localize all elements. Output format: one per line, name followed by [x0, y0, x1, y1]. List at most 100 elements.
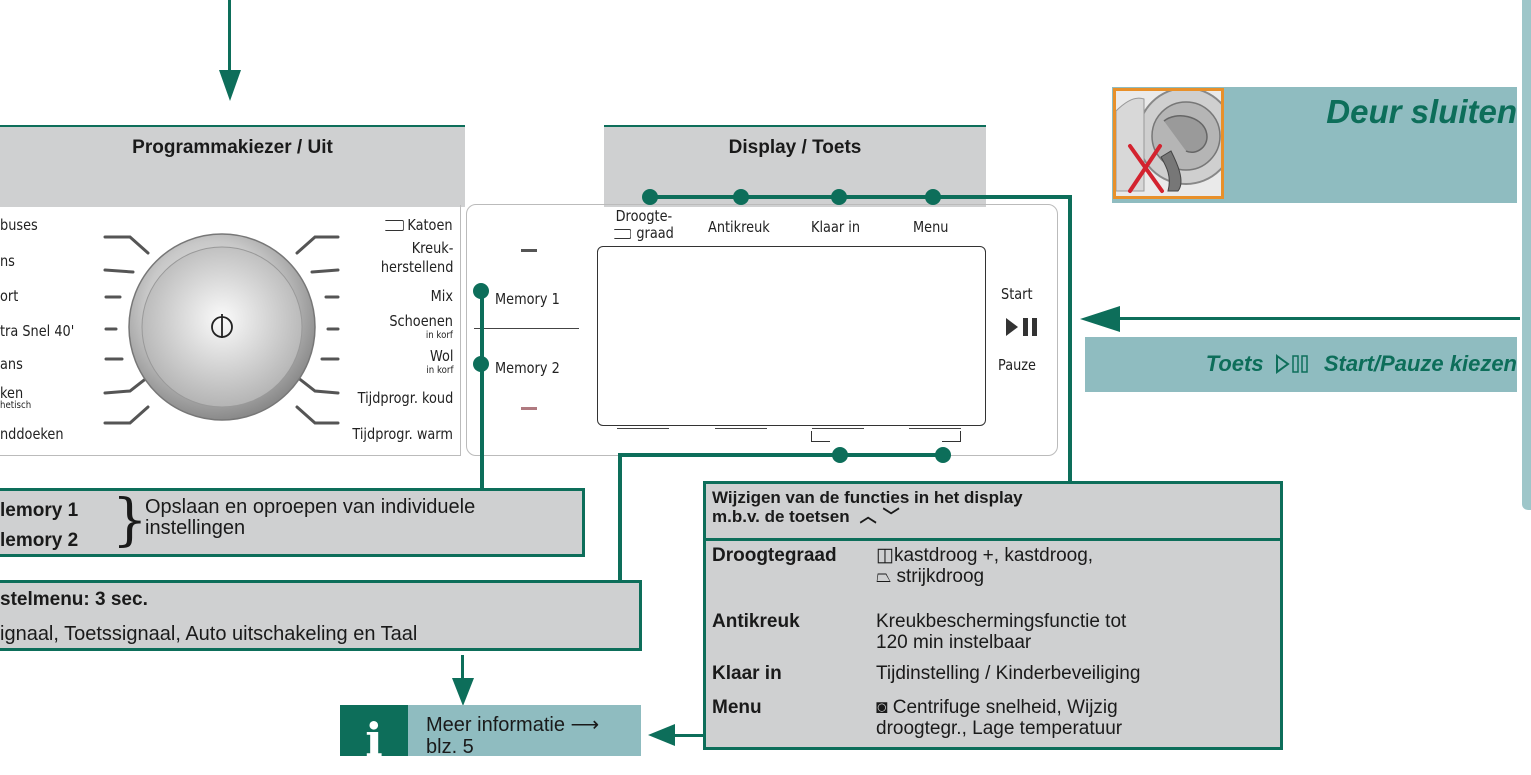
function-key: Klaar in	[712, 663, 782, 684]
program-label: Tijdprogr. warm	[352, 425, 453, 443]
arrow-down-icon	[219, 70, 241, 101]
connector-dot	[935, 447, 951, 463]
connector-line	[618, 453, 945, 457]
program-label: Katoen	[407, 216, 453, 234]
connector-dot	[642, 189, 658, 205]
function-value-line: Kreukbeschermingsfunctie tot	[876, 611, 1127, 632]
functions-header-line: Wijzigen van de functies in het display	[712, 488, 1023, 507]
functions-body: Droogtegraad ◫kastdroog +, kastdroog, ⏢ …	[706, 541, 1280, 747]
function-value-line: kastdroog +, kastdroog,	[893, 545, 1094, 566]
lcd-screen	[597, 246, 986, 426]
start-pause-icon[interactable]	[1004, 317, 1042, 337]
functions-header-line: m.b.v. de toetsen	[712, 507, 850, 526]
connector-line	[228, 0, 231, 74]
toets-banner: Toets Start/Pauze kiezen	[1085, 337, 1517, 392]
katoen-icon	[385, 220, 405, 231]
connector-dot	[473, 283, 489, 299]
side-tab	[1522, 0, 1531, 510]
display-title: Display / Toets	[728, 137, 862, 158]
function-key: Menu	[712, 697, 762, 718]
connector-line	[672, 734, 704, 737]
start-pause-icon	[1275, 354, 1308, 374]
connector-line	[618, 453, 622, 583]
program-label: Wol in korf	[426, 347, 453, 376]
button-underline	[715, 428, 767, 429]
program-label-line: Kreuk-	[411, 239, 453, 257]
arrow-left-icon	[1080, 306, 1120, 332]
memory2-button[interactable]: Memory 2	[495, 359, 560, 377]
connector-line	[1068, 195, 1072, 485]
chevron-up-icon: ︿	[859, 507, 877, 526]
program-label: ken	[0, 384, 24, 402]
button-underline	[909, 428, 961, 429]
bracket-icon	[942, 431, 961, 442]
memory1-button[interactable]: Memory 1	[495, 290, 560, 308]
toets-suffix: Start/Pauze kiezen	[1323, 351, 1517, 376]
program-label-katoen: Katoen	[374, 216, 453, 235]
function-value-line: Centrifuge snelheid, Wijzig	[892, 697, 1118, 718]
program-label: Tijdprogr. koud	[357, 389, 453, 407]
button-underline	[812, 428, 864, 429]
program-label-line: Wol	[429, 347, 453, 365]
memory-description: Opslaan en oproepen van individuele inst…	[145, 496, 476, 539]
connector-line	[1115, 317, 1520, 320]
program-dial[interactable]	[100, 225, 350, 435]
function-value: ◫kastdroog +, kastdroog, ⏢ strijkdroog	[870, 541, 1280, 603]
function-value-line: strijkdroog	[896, 566, 985, 587]
program-label: ans	[0, 355, 23, 373]
connector-dot	[831, 189, 847, 205]
button-underline	[617, 428, 669, 429]
chevron-down-icon: ﹀	[882, 507, 900, 526]
functions-table: Wijzigen van de functies in het display …	[703, 481, 1283, 750]
function-value: ◙ Centrifuge snelheid, Wijzig droogtegr.…	[870, 691, 1280, 739]
instelmenu-title: stelmenu: 3 sec.	[0, 589, 148, 610]
program-label-line: Schoenen	[389, 312, 453, 330]
program-label: tra Snel 40'	[0, 322, 75, 340]
connector-dot	[473, 356, 489, 372]
program-label-small: in korf	[425, 330, 453, 341]
table-row: Menu ◙ Centrifuge snelheid, Wijzig droog…	[706, 691, 1280, 739]
function-value-line: 120 min instelbaar	[876, 632, 1032, 653]
memory1-indicator	[521, 249, 537, 252]
display-label-antikreuk: Antikreuk	[708, 218, 770, 236]
display-label-line: Droogte-	[615, 207, 673, 225]
program-label: Schoenen in korf	[389, 312, 453, 341]
connector-line	[650, 195, 1071, 199]
program-label: buses	[0, 216, 38, 234]
function-key: Droogtegraad	[712, 545, 837, 566]
table-row: Klaar in Tijdinstelling / Kinderbeveilig…	[706, 659, 1280, 691]
memory1-label: lemory 1	[0, 500, 79, 521]
programmakiezer-header: Programmakiezer / Uit	[0, 125, 465, 207]
toets-banner-text: Toets Start/Pauze kiezen	[1206, 351, 1517, 377]
memory2-indicator	[521, 407, 537, 410]
display-label-line: graad	[636, 224, 674, 242]
connector-dot	[832, 447, 848, 463]
arrow-down-icon	[452, 678, 474, 706]
display-header: Display / Toets	[604, 125, 986, 207]
brace-icon: }	[112, 488, 148, 553]
toets-prefix: Toets	[1205, 351, 1264, 376]
door-open-illustration	[1116, 91, 1221, 193]
divider	[474, 328, 579, 329]
connector-line	[461, 655, 464, 680]
display-label-droogtegraad: Droogte- graad	[614, 208, 674, 242]
arrow-left-icon	[648, 724, 675, 746]
program-label: Mix	[430, 287, 453, 305]
programmakiezer-panel	[0, 205, 461, 456]
instelmenu-box: stelmenu: 3 sec. ignaal, Toetssignaal, A…	[0, 580, 642, 651]
function-key: Antikreuk	[712, 611, 800, 632]
function-value-line: droogtegr., Lage temperatuur	[876, 718, 1123, 739]
program-label-line: herstellend	[380, 258, 453, 276]
program-label: nddoeken	[0, 425, 64, 443]
start-label: Start	[1001, 285, 1033, 303]
memory2-label: lemory 2	[0, 530, 79, 551]
display-label-menu: Menu	[913, 218, 949, 236]
door-image	[1113, 88, 1224, 199]
memory-box: lemory 1 lemory 2 } Opslaan en oproepen …	[0, 488, 585, 557]
function-value: Tijdinstelling / Kinderbeveiliging	[876, 663, 1141, 684]
connector-dot	[925, 189, 941, 205]
function-value: Kreukbeschermingsfunctie tot 120 min ins…	[870, 603, 1280, 659]
katoen-icon	[614, 228, 632, 239]
table-row: Antikreuk Kreukbeschermingsfunctie tot 1…	[706, 603, 1280, 659]
info-text: Meer informatie ⟶ blz. 5	[426, 714, 599, 758]
